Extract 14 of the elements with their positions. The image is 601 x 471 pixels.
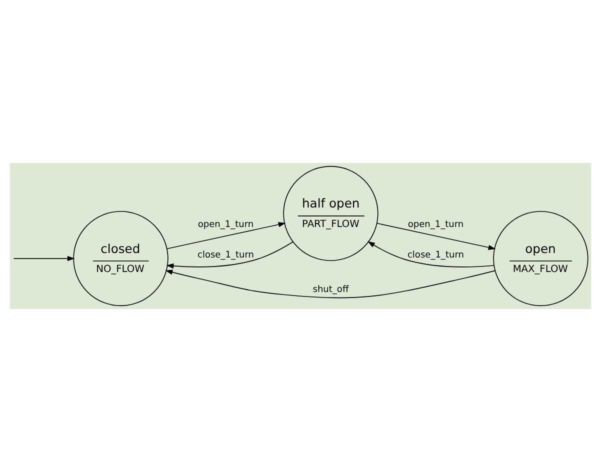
arrow (368, 240, 494, 267)
node-circle: closed NO_FLOW (73, 210, 168, 306)
arrow (166, 240, 294, 268)
arrow (165, 269, 496, 298)
edge-label: shut_off (312, 284, 349, 295)
node-circle: open MAX_FLOW (493, 210, 588, 306)
arrow (376, 222, 496, 250)
arrow (13, 255, 75, 261)
arrow (166, 222, 286, 249)
node-circle: half open PART_FLOW (283, 165, 378, 261)
edge-label: open_1_turn (408, 220, 464, 230)
edge-label: close_1_turn (407, 250, 464, 260)
edge-label: close_1_turn (198, 250, 254, 260)
edge-label: open_1_turn (198, 220, 254, 230)
